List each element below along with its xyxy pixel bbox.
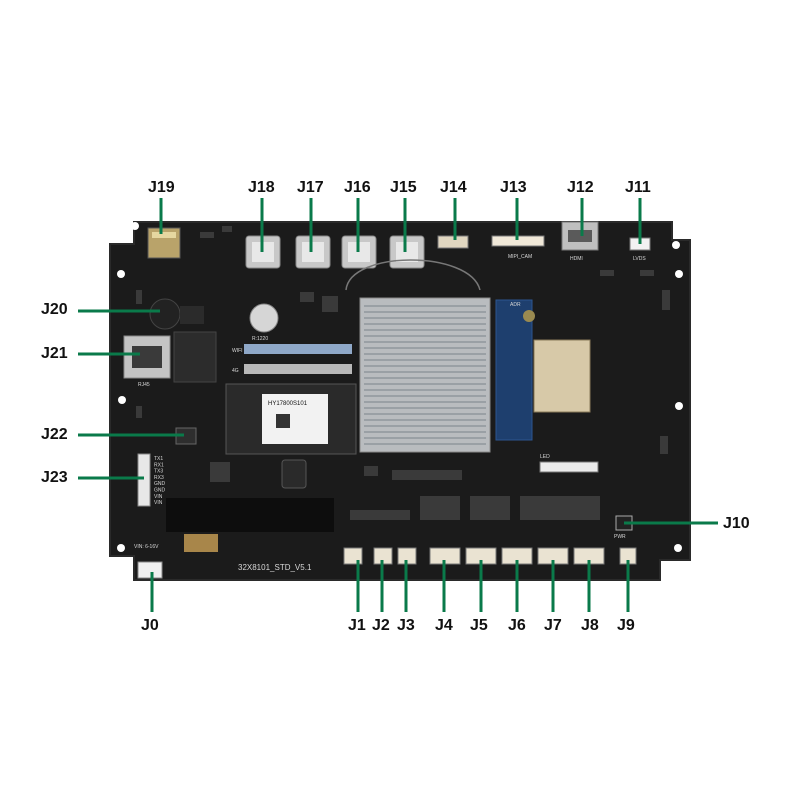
smd-part — [662, 290, 670, 310]
label-j4: J4 — [435, 617, 453, 634]
smd-part — [222, 226, 232, 232]
lte-silk: 4G — [232, 368, 239, 374]
audio-jack — [149, 298, 181, 330]
label-j18: J18 — [248, 179, 275, 196]
smd-part — [640, 270, 654, 276]
core-board — [495, 299, 533, 441]
uart-pin-label: TX1 — [154, 456, 163, 462]
inductor — [281, 459, 307, 489]
label-j17: J17 — [297, 179, 324, 196]
label-j2: J2 — [372, 617, 390, 634]
smd-part — [210, 462, 230, 482]
module-label — [262, 394, 328, 444]
lvds-silk: LVDS — [633, 256, 646, 262]
bottom-connectors — [343, 547, 637, 565]
power-silk: VIN: 6-16V — [134, 544, 159, 550]
uart-pin-label: VIN — [154, 494, 163, 500]
uart-pin-label: GND — [154, 488, 166, 494]
uart-pin-label: VIN — [154, 500, 163, 506]
rj45-silk: RJ45 — [138, 382, 150, 388]
label-j10: J10 — [723, 515, 750, 532]
smd-part — [136, 290, 142, 304]
pwr-silk: PWR — [614, 534, 626, 540]
label-j6: J6 — [508, 617, 526, 634]
uart-pin-label: RX1 — [154, 462, 164, 468]
heatsink-fins — [364, 305, 486, 445]
smd-part — [136, 406, 142, 418]
smd-part — [322, 296, 338, 312]
leader-lines — [78, 198, 718, 612]
flex-cable — [533, 339, 591, 413]
antenna-cable — [345, 259, 481, 291]
led-silk: LED — [540, 454, 550, 460]
label-j7: J7 — [544, 617, 562, 634]
smd-part — [520, 496, 560, 520]
smd-part — [600, 270, 614, 276]
uart-header — [137, 453, 151, 507]
smd-part — [392, 470, 462, 480]
wifi-silk: WIFI — [232, 348, 243, 354]
label-j20: J20 — [41, 301, 68, 318]
label-j23: J23 — [41, 469, 68, 486]
uart-pin-label: GND — [154, 481, 166, 487]
smd-part — [364, 466, 378, 476]
label-j15: J15 — [390, 179, 417, 196]
label-j1: J1 — [348, 617, 366, 634]
label-j14: J14 — [440, 179, 467, 196]
label-j8: J8 — [581, 617, 599, 634]
label-j21: J21 — [41, 345, 68, 362]
label-j9: J9 — [617, 617, 635, 634]
hdmi-silk: HDMI — [570, 256, 583, 262]
label-j12: J12 — [567, 179, 594, 196]
label-j13: J13 — [500, 179, 527, 196]
lte-slot — [244, 364, 352, 374]
uart-pin-label: TX3 — [154, 469, 163, 475]
smd-part — [200, 232, 214, 238]
smd-part — [470, 496, 510, 520]
model-silk: 32X8101_STD_V5.1 — [238, 563, 312, 572]
smd-part — [420, 496, 460, 520]
rtc-battery — [249, 303, 279, 333]
smd-part — [660, 436, 668, 454]
label-j19: J19 — [148, 179, 175, 196]
label-j11: J11 — [625, 179, 651, 196]
gold-pads — [184, 534, 218, 552]
label-j3: J3 — [397, 617, 415, 634]
label-j5: J5 — [470, 617, 488, 634]
mipi-silk: MIPI_CAM — [508, 254, 532, 260]
label-j0: J0 — [141, 617, 159, 634]
adr-silk: ADR — [510, 302, 521, 308]
black-tape — [166, 498, 334, 532]
module-silk: HY17800S101 — [268, 401, 308, 407]
j14-connector — [437, 235, 469, 249]
rtc-silk: R:1220 — [252, 336, 268, 342]
power-connector — [137, 561, 163, 579]
wifi-slot — [244, 344, 352, 354]
mounting-holes — [117, 222, 683, 552]
heatsink — [359, 297, 491, 453]
label-j16: J16 — [344, 179, 371, 196]
label-j22: J22 — [41, 426, 68, 443]
smd-part — [560, 496, 600, 520]
smd-components — [136, 226, 670, 520]
uart-pin-label: RX3 — [154, 475, 164, 481]
smd-part — [300, 292, 314, 302]
ribbon-connector — [539, 461, 599, 473]
smd-part — [350, 510, 410, 520]
